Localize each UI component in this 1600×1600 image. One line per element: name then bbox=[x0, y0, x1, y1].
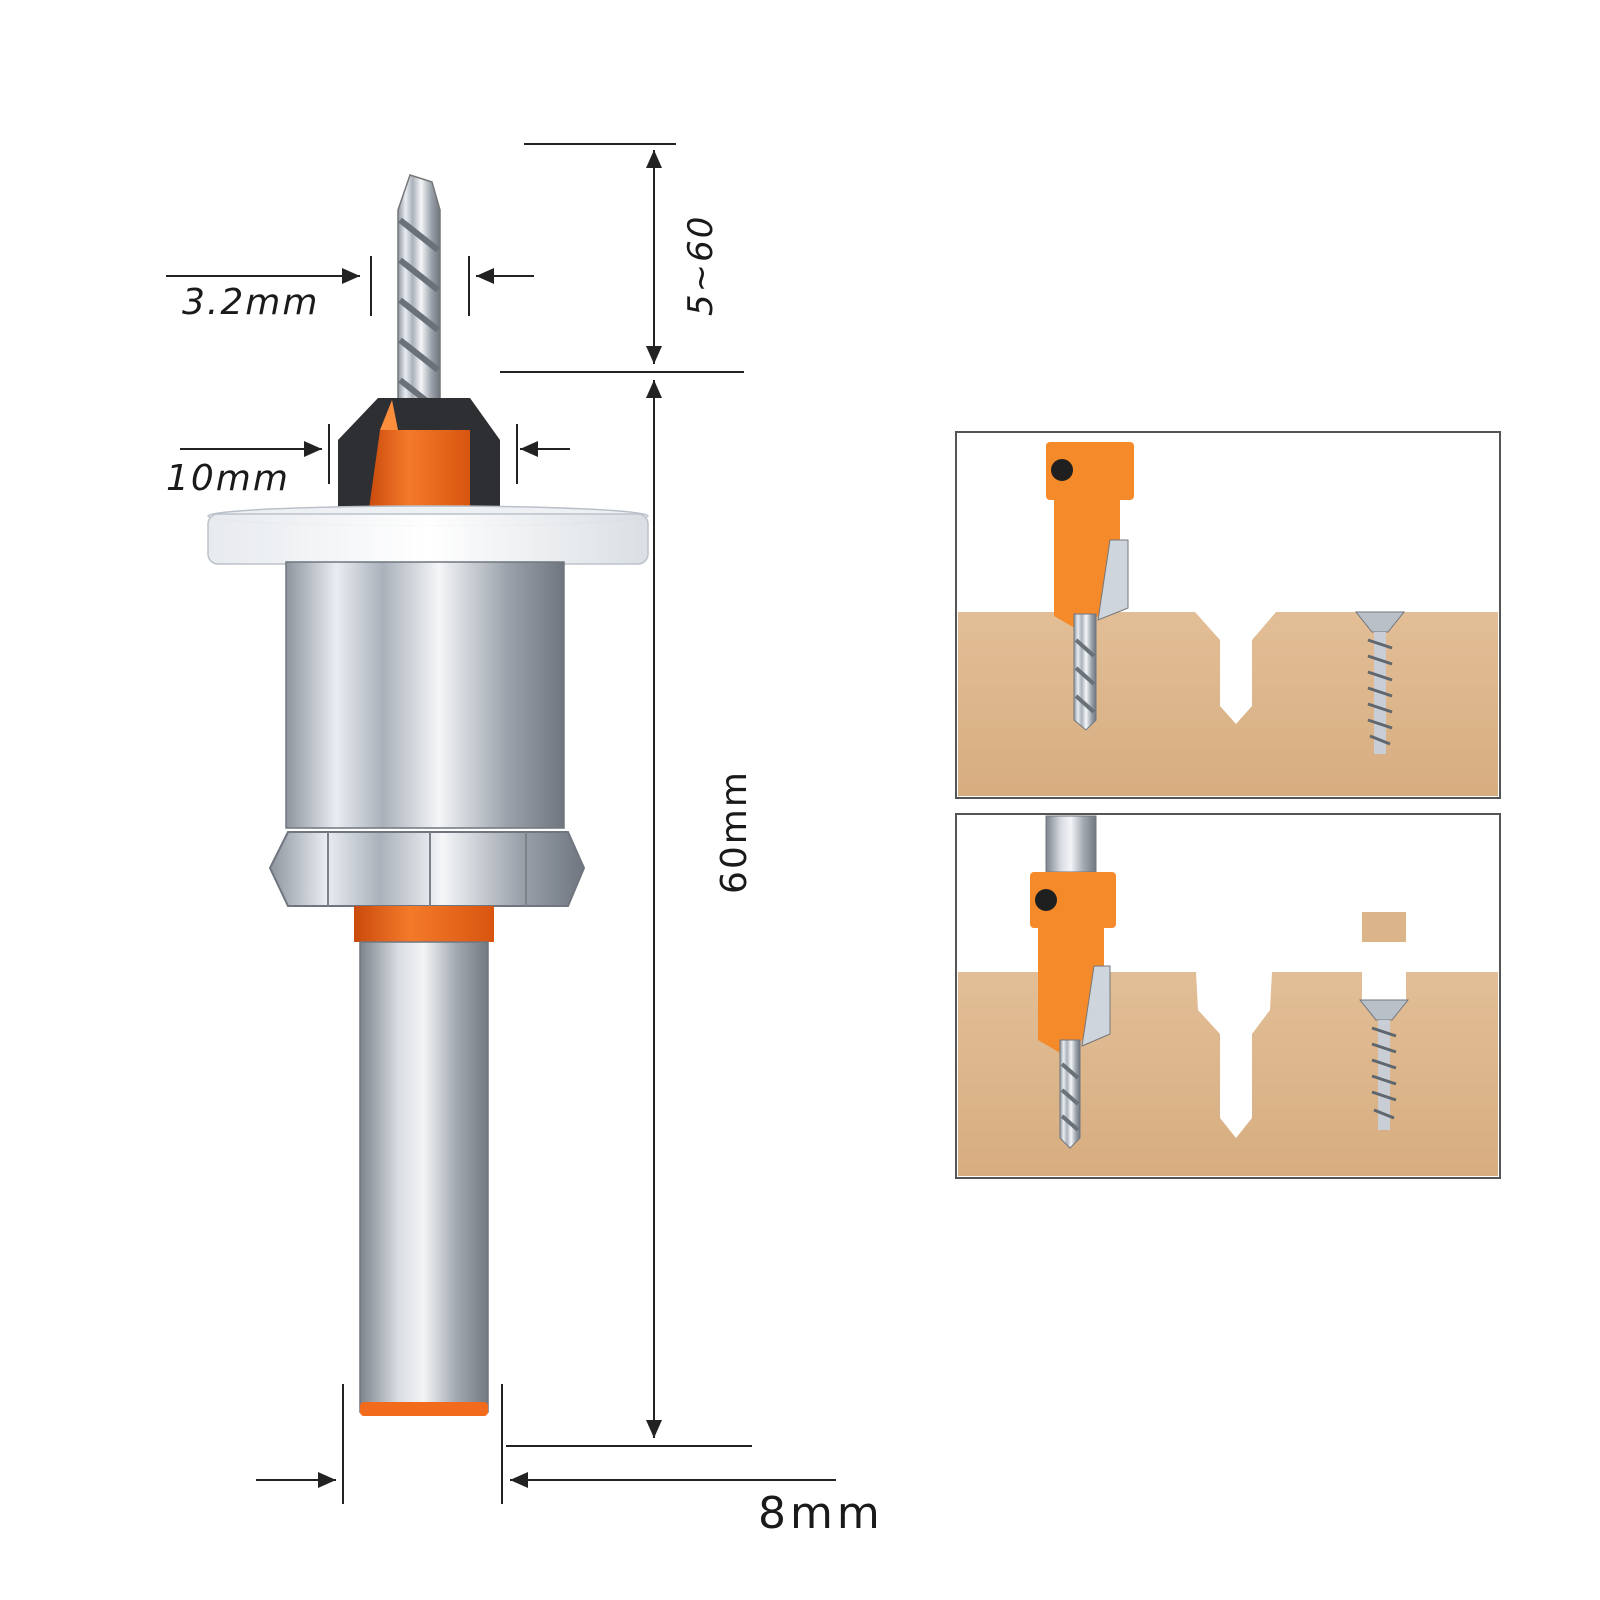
dimension-lines bbox=[166, 143, 836, 1504]
shank bbox=[359, 941, 489, 1416]
countersink-bit-icon bbox=[1046, 442, 1134, 731]
screw-icon bbox=[1358, 999, 1410, 1130]
screw-icon bbox=[1354, 611, 1406, 754]
label-total-length: 60mm bbox=[714, 770, 755, 894]
label-shank-diameter: 8mm bbox=[758, 1488, 884, 1539]
label-depth-range: 5~60 bbox=[681, 215, 721, 316]
label-drill-diameter: 3.2mm bbox=[182, 282, 319, 323]
drill-bit bbox=[207, 174, 649, 1416]
label-countersink-diameter: 10mm bbox=[166, 458, 290, 499]
hex-nut bbox=[268, 831, 586, 907]
countersink-cutter bbox=[338, 398, 500, 516]
usage-panel-plug bbox=[955, 813, 1501, 1179]
stop-collar bbox=[285, 561, 565, 829]
twist-drill bbox=[397, 174, 441, 421]
countersink-bit-icon bbox=[1030, 815, 1116, 1149]
depth-stop-disc bbox=[207, 505, 649, 565]
usage-panel-drilling bbox=[955, 431, 1501, 799]
wood-plug-icon bbox=[1362, 912, 1406, 942]
orange-ring bbox=[354, 906, 494, 942]
